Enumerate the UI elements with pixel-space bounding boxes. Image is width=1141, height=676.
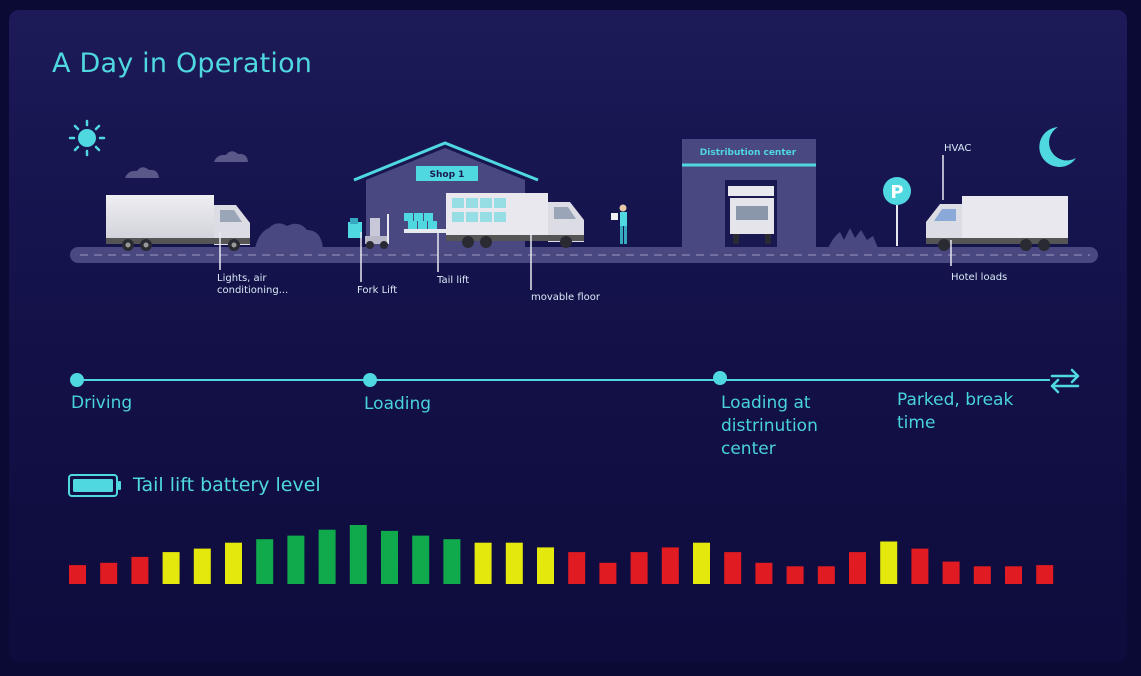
battery-bar — [537, 547, 554, 584]
battery-bar — [287, 535, 305, 584]
battery-bar — [69, 565, 86, 584]
battery-bar — [942, 561, 960, 584]
parking-letter: P — [890, 182, 903, 203]
forklift-icon — [348, 214, 389, 249]
truck-icon — [926, 196, 1068, 251]
repeat-icon — [1050, 368, 1080, 394]
operation-scene: Shop 1 Distribution cente — [68, 119, 1098, 290]
dc-label: Distribution center — [700, 148, 797, 158]
moon-icon — [1039, 127, 1076, 167]
callout-lights: Lights, air conditioning... — [217, 273, 289, 296]
battery-bar — [474, 542, 492, 584]
battery-bar — [318, 529, 336, 584]
battery-bar — [256, 539, 274, 584]
battery-bar — [755, 562, 773, 584]
parking-sign-icon: P — [883, 177, 911, 246]
battery-bar — [443, 539, 461, 584]
battery-icon — [68, 474, 121, 497]
sun-icon — [68, 119, 106, 157]
cloud-icon — [125, 151, 248, 178]
battery-bar — [786, 566, 804, 584]
battery-bar — [849, 552, 866, 584]
timeline-dot — [363, 373, 377, 387]
battery-bar — [911, 548, 929, 584]
callout-forklift: Fork Lift — [357, 285, 398, 296]
timeline — [70, 368, 1080, 394]
battery-bar — [630, 552, 648, 584]
battery-bar — [412, 535, 430, 584]
battery-level-bars — [69, 525, 1054, 584]
callout-hvac: HVAC — [944, 143, 972, 154]
callout-hotel-loads: Hotel loads — [951, 272, 1008, 283]
battery-bar — [193, 548, 211, 584]
battery-bar — [724, 552, 742, 584]
battery-bar — [1036, 565, 1054, 584]
battery-bar — [162, 552, 180, 584]
truck-icon — [446, 193, 584, 248]
battery-level-label: Tail lift battery level — [133, 474, 321, 496]
shop-label: Shop 1 — [430, 170, 465, 180]
battery-bar — [817, 566, 835, 584]
battery-bar — [693, 542, 710, 584]
page-title: A Day in Operation — [52, 48, 313, 79]
battery-bar — [349, 525, 367, 584]
timeline-dot — [713, 371, 727, 385]
timeline-dot — [70, 373, 84, 387]
timeline-step-parked: Parked, break time — [897, 390, 1014, 433]
truck-icon — [106, 195, 250, 251]
battery-bar — [505, 542, 523, 584]
battery-bar — [661, 547, 679, 584]
battery-bar — [100, 562, 118, 584]
battery-bar — [568, 552, 586, 584]
battery-bar — [973, 566, 991, 584]
battery-bar — [131, 556, 149, 584]
worker-icon — [611, 204, 627, 244]
callout-tail-lift: Tail lift — [437, 275, 470, 286]
distribution-center-building: Distribution center — [682, 139, 816, 247]
battery-bar — [1005, 566, 1022, 584]
battery-bar — [225, 542, 242, 584]
timeline-step-loading-dc: Loading at distrinution center — [721, 393, 818, 459]
battery-bar — [381, 530, 398, 584]
callout-movable-floor: movable floor — [531, 292, 601, 303]
timeline-step-loading: Loading — [364, 394, 432, 414]
timeline-step-driving: Driving — [71, 393, 133, 413]
battery-bar — [599, 562, 617, 584]
battery-bar — [880, 541, 898, 584]
